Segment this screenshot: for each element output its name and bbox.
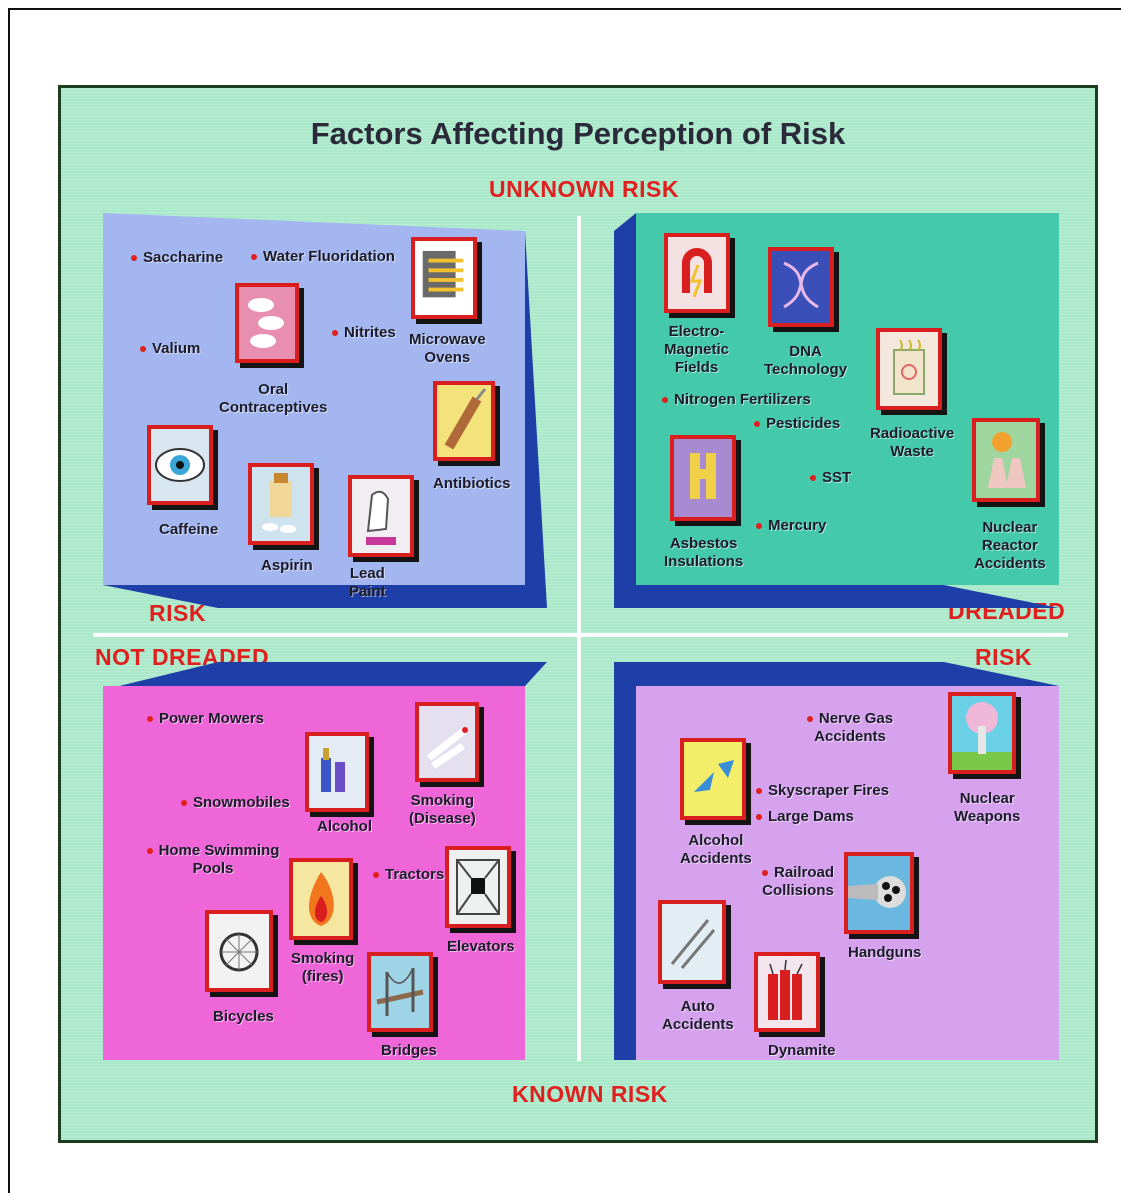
item-nitrogen-fertilizers: Nitrogen Fertilizers	[662, 391, 811, 409]
vertical-divider	[577, 216, 581, 1061]
label-alcohol: Alcohol	[317, 818, 372, 835]
smoking-fires-icon	[289, 858, 353, 940]
handguns-icon	[844, 852, 914, 934]
item-railroad-collisions: Railroad Collisions	[761, 864, 834, 899]
page-title: Factors Affecting Perception of Risk	[310, 116, 846, 151]
item-tractors: Tractors	[373, 866, 444, 884]
dynamite-icon	[754, 952, 820, 1032]
label-aspirin: Aspirin	[261, 557, 313, 574]
item-pesticides: Pesticides	[754, 415, 840, 433]
alcohol-accidents-icon	[680, 738, 746, 820]
quadrant-known-not-dreaded: Power Mowers Snowmobiles Home Swimming P…	[103, 662, 548, 1060]
horizontal-divider	[93, 633, 1068, 637]
axis-label-risk-right: RISK	[975, 644, 1032, 670]
axis-label-risk-left: RISK	[149, 600, 206, 626]
outer-frame	[8, 8, 1121, 1193]
quadrant-known-dreaded: Nerve Gas Accidents Skyscraper Fires Lar…	[614, 662, 1059, 1060]
label-elevators: Elevators	[447, 938, 515, 955]
bicycles-icon	[205, 910, 273, 992]
item-home-swimming-pools: Home Swimming Pools	[143, 842, 283, 878]
item-nitrites: Nitrites	[332, 324, 396, 342]
label-caffeine: Caffeine	[159, 521, 219, 538]
axis-label-unknown-risk: UNKNOWN RISK	[489, 176, 679, 202]
item-nerve-gas-accidents: Nerve Gas Accidents	[790, 710, 910, 746]
lead-paint-icon	[348, 475, 414, 557]
quadrant-unknown-not-dreaded: Saccharine Water Fluoridation Nitrites V…	[103, 213, 548, 608]
auto-accidents-icon	[658, 900, 726, 984]
aspirin-bottle-icon	[248, 463, 314, 545]
item-valium: Valium	[140, 340, 200, 358]
axis-label-known-risk: KNOWN RISK	[512, 1081, 668, 1107]
label-handguns: Handguns	[848, 944, 922, 961]
dna-icon	[768, 247, 834, 327]
label-smoking-disease: Smoking(Disease)	[409, 792, 476, 827]
item-saccharine: Saccharine	[131, 249, 223, 267]
item-snowmobiles: Snowmobiles	[181, 794, 290, 812]
risk-panel: Factors Affecting Perception of Risk UNK…	[58, 85, 1098, 1143]
nuclear-weapons-icon	[948, 692, 1016, 774]
radioactive-waste-icon	[876, 328, 942, 410]
item-water-fluoridation: Water Fluoridation	[251, 248, 395, 266]
smoking-disease-icon	[415, 702, 479, 782]
item-skyscraper-fires: Skyscraper Fires	[756, 782, 889, 800]
antibiotics-icon	[433, 381, 495, 461]
item-large-dams: Large Dams	[756, 808, 854, 826]
item-sst: SST	[810, 469, 851, 487]
elevators-icon	[445, 846, 511, 928]
label-bicycles: Bicycles	[213, 1008, 274, 1025]
microwave-oven-icon	[411, 237, 477, 319]
oral-contraceptives-icon	[235, 283, 299, 363]
alcohol-bottles-icon	[305, 732, 369, 812]
label-antibiotics: Antibiotics	[433, 475, 511, 492]
caffeine-eye-icon	[147, 425, 213, 505]
label-smoking-fires: Smoking(fires)	[291, 950, 355, 985]
label-bridges: Bridges	[381, 1042, 437, 1059]
item-power-mowers: Power Mowers	[147, 710, 264, 728]
electromagnetic-fields-icon	[664, 233, 730, 313]
label-dynamite: Dynamite	[768, 1042, 836, 1059]
asbestos-icon	[670, 435, 736, 521]
bridges-icon	[367, 952, 433, 1032]
nuclear-reactor-icon	[972, 418, 1040, 502]
item-mercury: Mercury	[756, 517, 826, 535]
